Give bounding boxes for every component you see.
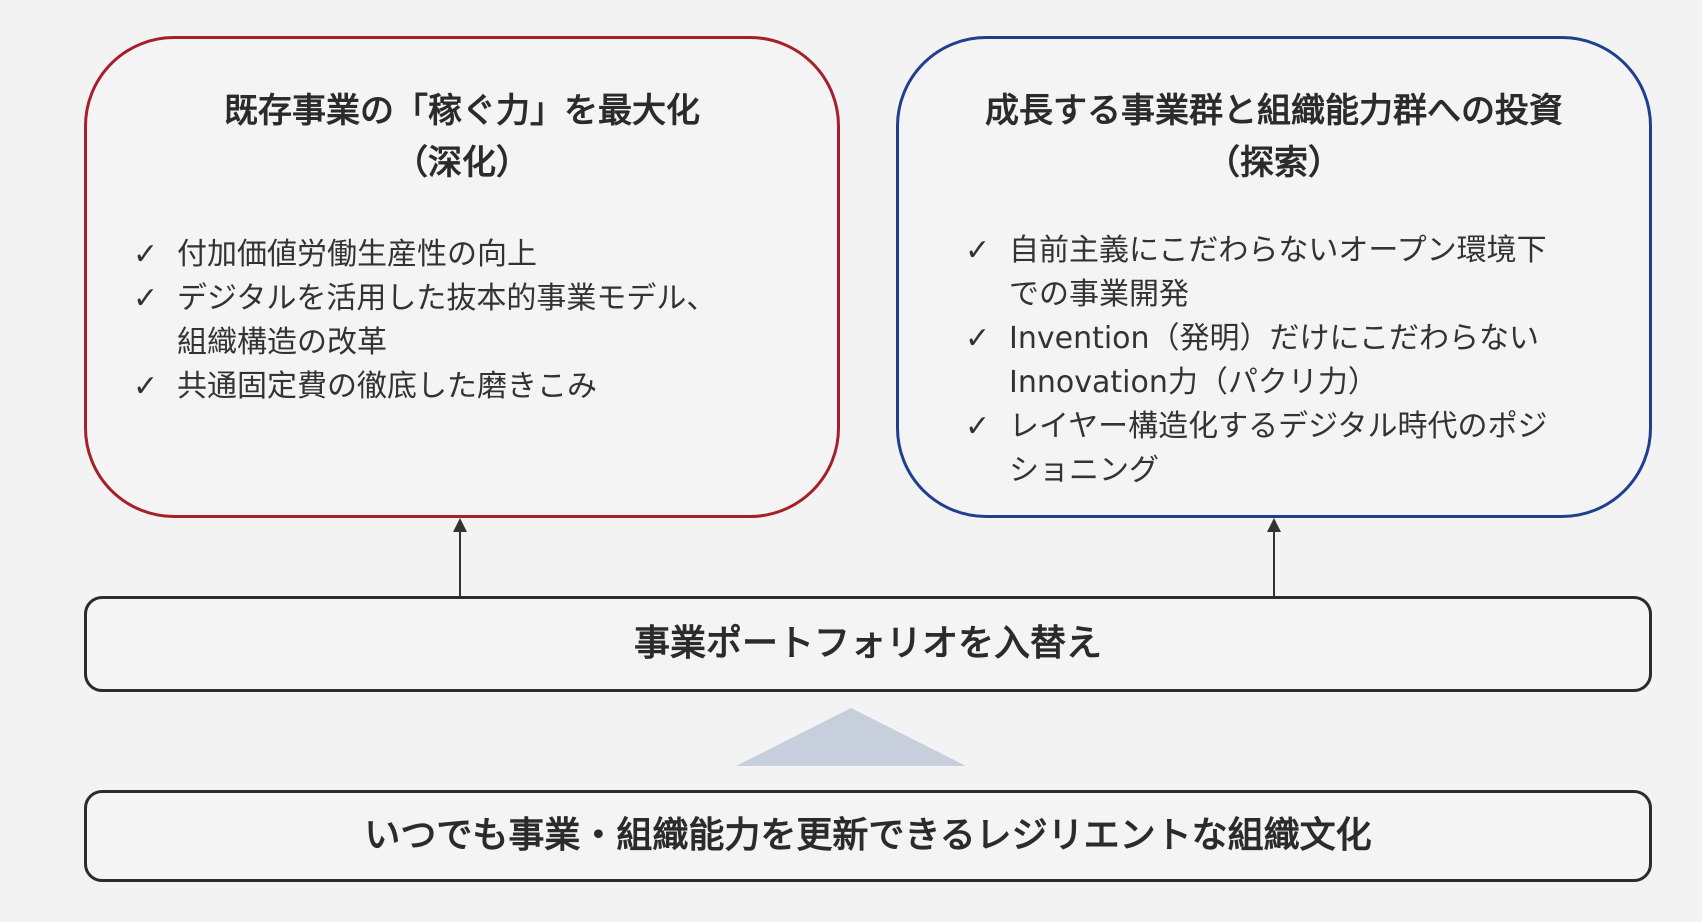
check-icon: ✓ [133, 281, 159, 316]
exploration-title: 成長する事業群と組織能力群への投資 （探索） [899, 85, 1649, 189]
list-item: ✓ 付加価値労働生産性の向上 [133, 233, 823, 277]
exploration-box: 成長する事業群と組織能力群への投資 （探索） ✓ 自前主義にこだわらないオープン… [896, 36, 1652, 518]
culture-label: いつでも事業・組織能力を更新できるレジリエントな組織文化 [364, 815, 1372, 856]
list-item-text: 付加価値労働生産性の向上 [177, 237, 537, 272]
culture-box: いつでも事業・組織能力を更新できるレジリエントな組織文化 [84, 790, 1652, 882]
deepening-box: 既存事業の「稼ぐ力」を最大化 （深化） ✓ 付加価値労働生産性の向上 ✓ デジタ… [84, 36, 840, 518]
list-item-text: 共通固定費の徹底した磨きこみ [177, 369, 597, 404]
list-item-text: 自前主義にこだわらないオープン環境下 [1009, 233, 1547, 268]
list-item-text-continued: Innovation力（パクリ力） [1009, 365, 1378, 400]
list-item: ✓ Invention（発明）だけにこだわらない Innovation力（パクリ… [965, 317, 1635, 405]
deepening-title-sub: （深化） [394, 143, 530, 183]
list-item-text-continued: での事業開発 [1009, 277, 1189, 312]
list-item: ✓ レイヤー構造化するデジタル時代のポジ ショニング [965, 405, 1635, 493]
arrow-up-icon [453, 518, 467, 532]
arrow-up-icon [1267, 518, 1281, 532]
portfolio-box: 事業ポートフォリオを入替え [84, 596, 1652, 692]
check-icon: ✓ [965, 233, 991, 268]
exploration-checklist: ✓ 自前主義にこだわらないオープン環境下 での事業開発 ✓ Invention（… [965, 229, 1635, 493]
check-icon: ✓ [133, 237, 159, 272]
list-item-text: レイヤー構造化するデジタル時代のポジ [1009, 409, 1548, 444]
deepening-title-main: 既存事業の「稼ぐ力」を最大化 [224, 91, 700, 131]
check-icon: ✓ [965, 321, 991, 356]
connector-arrow-left [459, 530, 461, 596]
exploration-title-sub: （探索） [1206, 143, 1342, 183]
deepening-checklist: ✓ 付加価値労働生産性の向上 ✓ デジタルを活用した抜本的事業モデル、 組織構造… [133, 233, 823, 409]
exploration-title-main: 成長する事業群と組織能力群への投資 [985, 91, 1563, 131]
list-item: ✓ 自前主義にこだわらないオープン環境下 での事業開発 [965, 229, 1635, 317]
list-item-text: Invention（発明）だけにこだわらない [1009, 321, 1539, 356]
check-icon: ✓ [965, 409, 991, 444]
triangle-up-icon [736, 708, 966, 766]
list-item: ✓ デジタルを活用した抜本的事業モデル、 組織構造の改革 [133, 277, 823, 365]
check-icon: ✓ [133, 369, 159, 404]
list-item-text: デジタルを活用した抜本的事業モデル、 [177, 281, 717, 316]
portfolio-label: 事業ポートフォリオを入替え [633, 623, 1102, 664]
list-item: ✓ 共通固定費の徹底した磨きこみ [133, 365, 823, 409]
list-item-text-continued: ショニング [1009, 453, 1159, 488]
list-item-text-continued: 組織構造の改革 [177, 325, 387, 360]
connector-arrow-right [1273, 530, 1275, 596]
deepening-title: 既存事業の「稼ぐ力」を最大化 （深化） [87, 85, 837, 189]
